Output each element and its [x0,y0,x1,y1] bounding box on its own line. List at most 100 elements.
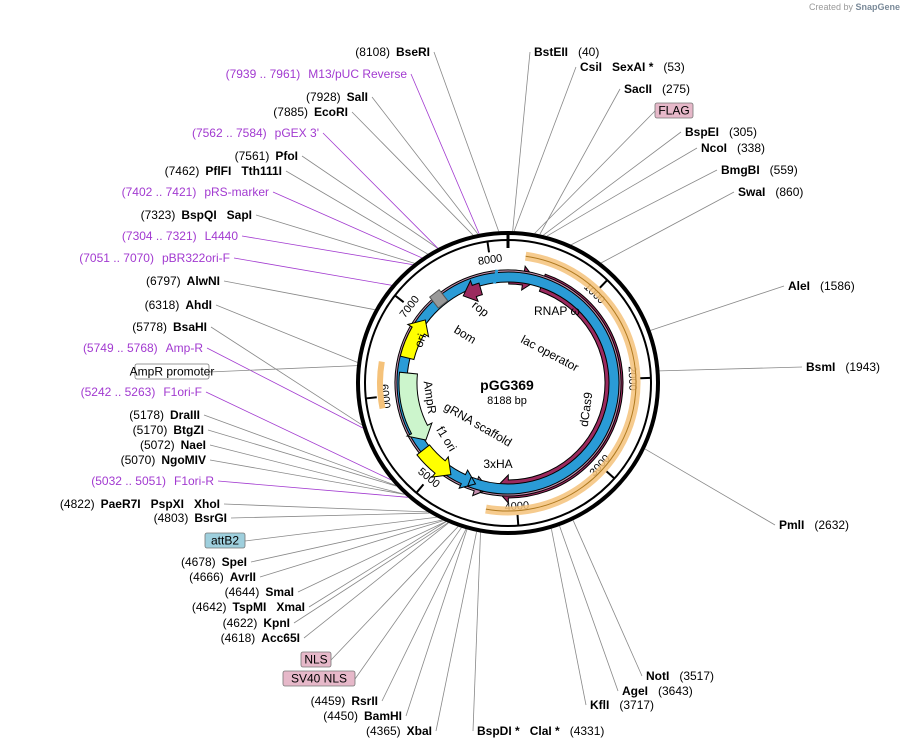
primer-leader [410,73,480,234]
ampr-arrow [398,371,433,441]
tick-mark [605,470,616,480]
enzyme-name: BsmI [806,360,835,374]
enzyme-position: (1586) [820,279,855,293]
primer-leader [217,480,408,498]
enzyme-position: (1943) [845,360,880,374]
enzyme-name: SacII [624,82,652,96]
tick-label: 8000 [477,252,503,267]
feature-tag-label: SV40 NLS [291,672,347,686]
enzyme-leader [351,111,474,236]
enzyme-label: (4644)SmaI [225,585,294,599]
enzyme-label: SacII(275) [624,82,690,96]
primer-name: pRS-marker [204,185,269,199]
enzyme-label: (4459)RsrII [311,694,378,708]
primer-leader [233,257,392,286]
enzyme-position: (4803) [154,511,189,525]
lac-operator-box [492,269,499,284]
snapgene-logo: SnapGene [855,2,900,12]
primer-range: (7051 .. 7070) [79,251,154,265]
enzyme-leader [512,51,531,232]
enzyme-leader [209,444,405,495]
enzyme-label: (4622)KpnI [223,616,290,630]
primer-name: F1ori-F [163,385,202,399]
feature-tag-box [282,670,356,687]
feature-tag-box [204,532,246,549]
feature-label: f1 ori [433,424,459,454]
feature-label: dCas9 [577,391,596,428]
enzyme-name: PaeR7I [101,497,141,511]
primer-label: (5242 .. 5263) F1ori-F [81,385,202,399]
rop-arrow [462,279,483,303]
enzyme-leader [472,532,481,732]
enzyme-leader [303,522,449,639]
center-label: pGG369 8188 bp [480,377,534,407]
enzyme-label: (7928)SalI [306,90,368,104]
enzyme-label: (5072) NaeI [140,438,206,452]
enzyme-label: NcoI(338) [701,141,765,155]
enzyme-leader [572,520,643,677]
enzyme-leader [659,366,803,372]
enzyme-name: NotI [646,669,669,683]
primer-label: (5032 .. 5051)F1ori-R [91,474,214,488]
feature-tag-label: NLS [304,653,327,667]
enzyme-position: (559) [770,163,798,177]
enzyme-leader [550,528,587,706]
enzyme-name-alt: SexAI * [612,60,654,74]
enzyme-leader [405,529,468,717]
enzyme-label: (6318)AhdI [145,298,212,312]
primer-label: (5749 .. 5768) Amp-R [83,341,203,355]
tick-mark [486,241,491,253]
enzyme-leader [371,96,479,235]
enzyme-label: (4666)AvrII [189,570,256,584]
primer-name: M13/pUC Reverse [308,67,407,81]
enzyme-name: BspDI * [477,724,520,738]
enzyme-name: BspQI [181,208,216,222]
feature-tag: SV40 NLS [282,670,356,687]
enzyme-position: (4459) [311,694,346,708]
enzyme-position: (4678) [181,555,216,569]
primer-range: (5242 .. 5263) [81,385,156,399]
enzyme-name: PflFI [205,164,231,178]
enzyme-label: BstEII(40) [534,45,599,59]
enzyme-label: (4678)SpeI [181,555,247,569]
enzyme-name: AvrII [230,570,256,584]
enzyme-position: (5178) [129,408,164,422]
primer-name: L4440 [205,229,239,243]
enzyme-position: (7462) [165,164,200,178]
enzyme-name: SmaI [265,585,294,599]
enzyme-leader [546,147,698,237]
enzyme-name: NaeI [181,438,206,452]
enzyme-leader [433,51,500,232]
enzyme-name: CsiI [580,60,602,74]
primer-name: Amp-R [166,341,204,355]
enzyme-position: (5072) [140,438,175,452]
feature-tag: AmpR promoter [130,363,214,380]
enzyme-name: KflI [590,698,609,712]
enzyme-name-alt: ClaI * [530,724,560,738]
feature-label: rop [469,298,492,320]
enzyme-name-alt: SapI [227,208,252,222]
leader-lines [203,51,803,732]
cds-highlight-outline [485,255,637,512]
primer-range: (5749 .. 5768) [83,341,158,355]
plasmid-size: 8188 bp [487,395,527,407]
enzyme-name: BseRI [396,45,430,59]
enzyme-leader [650,285,785,331]
primer-range: (5032 .. 5051) [91,474,166,488]
enzyme-label: (5070)NgoMIV [121,453,206,467]
tick-mark [415,483,425,494]
feature-tag-label: FLAG [658,104,689,118]
feature-label: RNAP ω [534,304,580,318]
enzyme-label: (5178)DraIII [129,408,200,422]
enzyme-leader [293,522,449,624]
enzyme-leader [203,414,396,486]
primer-label: (7402 .. 7421)pRS-marker [122,185,269,199]
feature-tag-box [134,363,210,380]
enzyme-leader [250,519,443,563]
enzyme-name: AleI [788,279,810,293]
enzyme-position: (5070) [121,453,156,467]
enzyme-position: (3517) [679,669,714,683]
feature-label: 3xHA [483,457,512,471]
